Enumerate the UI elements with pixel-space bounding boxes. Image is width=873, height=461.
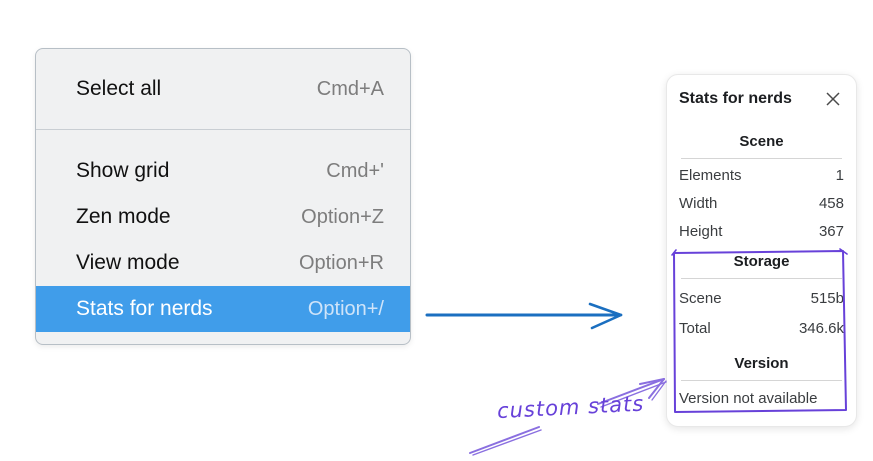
menu-item-zen-mode[interactable]: Zen mode Option+Z: [36, 194, 410, 240]
context-menu: Select all Cmd+A Show grid Cmd+' Zen mod…: [35, 48, 411, 345]
section-heading-storage: Storage: [733, 253, 790, 270]
stat-label: Total: [679, 319, 711, 337]
stat-value: 458: [818, 194, 844, 212]
menu-item-shortcut: Option+Z: [301, 205, 384, 228]
menu-item-shortcut: Option+R: [298, 251, 384, 274]
section-heading-version: Version: [734, 355, 789, 372]
stat-row-elements: Elements 1: [679, 161, 844, 189]
stat-row-total-storage: Total 346.6k: [679, 313, 844, 343]
stat-value: 367: [818, 222, 844, 240]
stats-panel: Stats for nerds Scene Elements 1 Width 4…: [666, 74, 857, 427]
custom-stats-annotation: custom stats: [496, 391, 645, 424]
menu-item-label: Show grid: [76, 159, 170, 182]
section-divider: [681, 158, 842, 159]
close-icon[interactable]: [824, 90, 842, 108]
menu-item-label: Select all: [76, 77, 162, 100]
section-divider: [681, 380, 842, 381]
menu-item-label: View mode: [76, 251, 180, 274]
menu-item-select-all[interactable]: Select all Cmd+A: [36, 66, 410, 112]
version-note: Version not available: [679, 389, 818, 407]
menu-item-shortcut: Cmd+': [326, 159, 384, 182]
section-divider: [681, 278, 842, 279]
menu-item-shortcut: Cmd+A: [316, 77, 384, 100]
stat-label: Elements: [679, 166, 742, 184]
stat-value: 1: [835, 166, 844, 184]
menu-item-label: Zen mode: [76, 205, 171, 228]
stat-value: 515b: [810, 289, 844, 307]
flow-arrow: [425, 302, 623, 330]
stat-value: 346.6k: [798, 319, 844, 337]
stat-row-height: Height 367: [679, 217, 844, 245]
menu-item-show-grid[interactable]: Show grid Cmd+': [36, 148, 410, 194]
annotation-arrow-tail: [469, 426, 542, 456]
stat-row-scene-storage: Scene 515b: [679, 283, 844, 313]
stat-label: Height: [679, 222, 723, 240]
menu-item-stats-for-nerds[interactable]: Stats for nerds Option+/: [36, 286, 410, 332]
menu-item-view-mode[interactable]: View mode Option+R: [36, 240, 410, 286]
stats-panel-header: Stats for nerds: [679, 87, 844, 111]
stat-label: Width: [679, 194, 718, 212]
menu-divider: [36, 129, 410, 130]
stat-row-width: Width 458: [679, 189, 844, 217]
menu-item-shortcut: Option+/: [307, 297, 384, 320]
stat-label: Scene: [679, 289, 722, 307]
section-heading-scene: Scene: [739, 133, 784, 150]
menu-item-label: Stats for nerds: [76, 297, 213, 320]
stats-panel-title: Stats for nerds: [679, 90, 792, 107]
